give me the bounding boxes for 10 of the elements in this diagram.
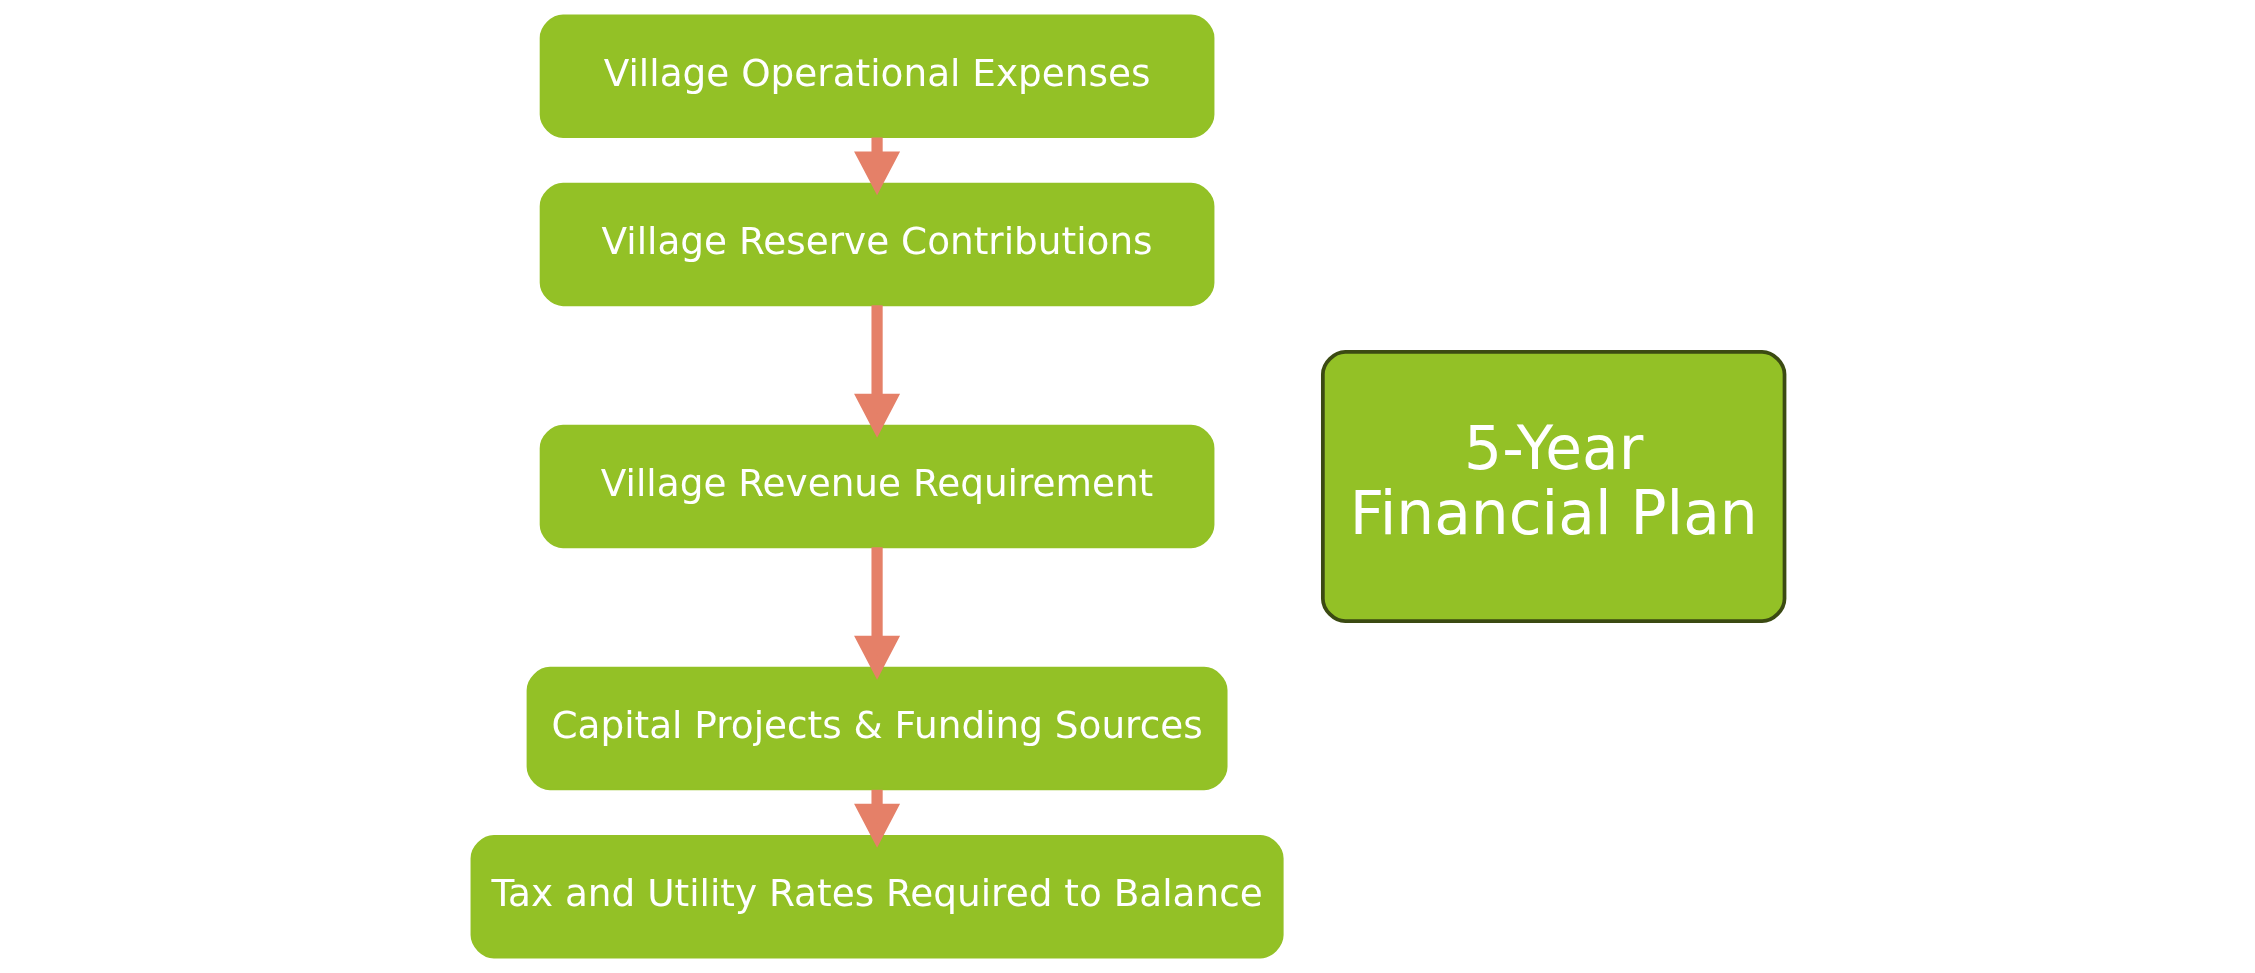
arrow	[853, 137, 900, 196]
node-box: Village Operational Expenses	[539, 14, 1214, 138]
node-box: 5-Year Financial Plan	[1320, 350, 1786, 623]
node-box: Tax and Utility Rates Required to Balance	[470, 835, 1284, 959]
arrow	[853, 789, 900, 848]
arrow	[853, 305, 900, 438]
node-box: Capital Projects & Funding Sources	[526, 666, 1228, 791]
arrow	[853, 547, 900, 680]
node-box: Village Revenue Requirement	[539, 424, 1214, 549]
node-box: Village Reserve Contributions	[539, 182, 1214, 307]
